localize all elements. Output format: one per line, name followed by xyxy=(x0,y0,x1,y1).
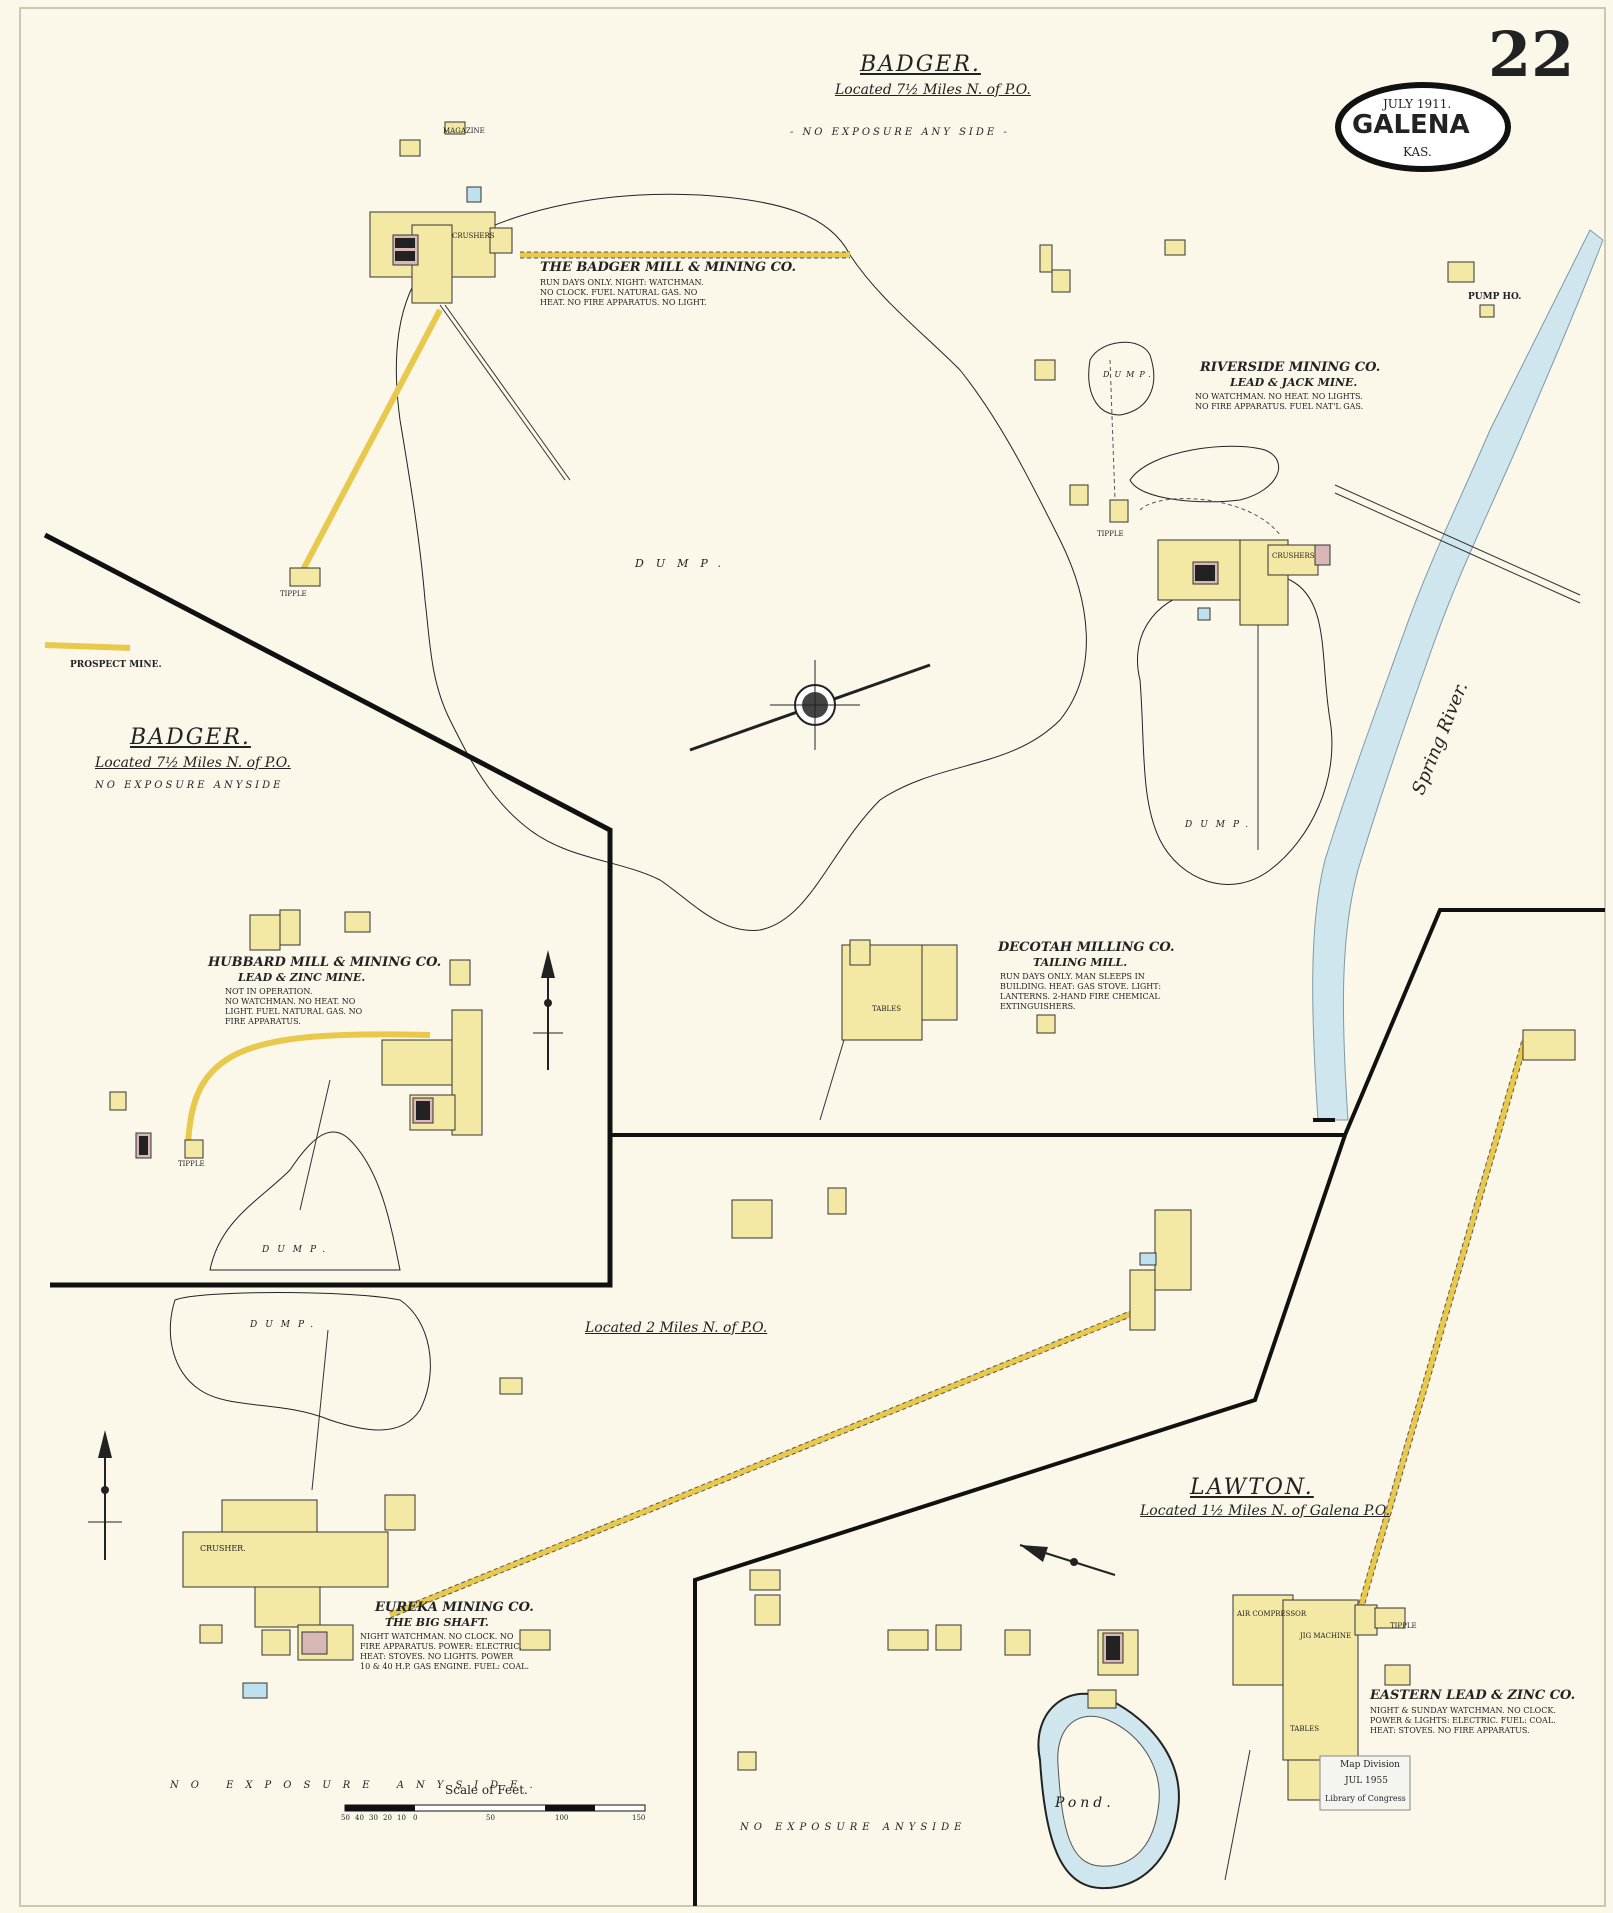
lawton-tables-label: TABLES xyxy=(1290,1725,1320,1733)
prospect-mine-label: PROSPECT MINE. xyxy=(70,660,162,670)
central-dump-label: DUMP. xyxy=(635,557,734,570)
hubbard-dump-label: DUMP. xyxy=(262,1245,334,1255)
riverside-name: RIVERSIDE MINING CO. xyxy=(1200,360,1381,375)
tramways xyxy=(44,252,1528,1618)
north-arrow-inset xyxy=(533,950,563,1070)
stamp-line1: Map Division xyxy=(1340,1760,1400,1770)
riverside-dump-2 xyxy=(1129,445,1280,503)
decotah-sub: TAILING MILL. xyxy=(1033,956,1128,969)
riverside-sub: LEAD & JACK MINE. xyxy=(1230,376,1358,389)
scale-bar xyxy=(344,1804,646,1812)
scale-tick-100: 100 xyxy=(555,1814,569,1822)
north-arrow-lawton xyxy=(1019,1544,1116,1576)
eureka-name: EUREKA MINING CO. xyxy=(375,1600,534,1615)
top-location: Located 7½ Miles N. of P.O. xyxy=(835,82,1031,98)
eureka-dump xyxy=(169,1292,431,1431)
riverside-dump-3 xyxy=(1137,571,1333,885)
scale-tick-150: 150 xyxy=(632,1814,646,1822)
lawton-title: LAWTON. xyxy=(1190,1475,1314,1500)
scale-tick-40: 40 xyxy=(355,1814,364,1822)
hubbard-tipple-label: TIPPLE xyxy=(178,1160,205,1168)
decotah-tables-label: TABLES xyxy=(872,1005,902,1013)
scale-tick-50: 50 xyxy=(486,1814,495,1822)
inset-frame xyxy=(43,532,613,1288)
riverside-dump-label: DUMP. xyxy=(1185,820,1257,830)
eureka-sub: THE BIG SHAFT. xyxy=(385,1616,489,1629)
riverside-dump-1 xyxy=(1088,341,1155,416)
middle-location: Located 2 Miles N. of P.O. xyxy=(585,1320,768,1336)
stamp-line3: Library of Congress xyxy=(1325,1794,1406,1803)
inset-location: Located 7½ Miles N. of P.O. xyxy=(95,755,291,771)
badger-tipple-label: TIPPLE xyxy=(280,590,307,598)
magazine-label: MAGAZINE xyxy=(443,127,485,135)
scale-tick-50l: 50 xyxy=(341,1814,350,1822)
pump-house-label: PUMP HO. xyxy=(1468,292,1522,302)
scale-tick-20: 20 xyxy=(383,1814,392,1822)
eureka-crusher-label: CRUSHER. xyxy=(200,1544,246,1553)
lawton-compressor-label: AIR COMPRESSOR xyxy=(1237,1610,1307,1618)
riverside-tipple-label: TIPPLE xyxy=(1097,530,1124,538)
exposure-bottom-right: NO EXPOSURE ANYSIDE xyxy=(740,1822,967,1833)
riverside-dump-small-label: DUMP. xyxy=(1103,370,1156,379)
badger-mill-name: THE BADGER MILL & MINING CO. xyxy=(540,260,797,275)
top-title: BADGER. xyxy=(860,52,981,77)
central-dump-outline xyxy=(395,193,1087,931)
hubbard-sub: LEAD & ZINC MINE. xyxy=(238,971,366,984)
inset-title: BADGER. xyxy=(130,725,251,750)
compass-rose xyxy=(689,660,931,752)
sheet-border xyxy=(19,7,1606,1907)
scale-tick-0: 0 xyxy=(413,1814,418,1822)
cartouche-state: KAS. xyxy=(1403,145,1432,159)
buildings xyxy=(109,121,1576,1801)
inset-exposure: NO EXPOSURE ANYSIDE xyxy=(95,780,284,791)
eureka-details: NIGHT WATCHMAN. NO CLOCK. NO FIRE APPARA… xyxy=(360,1632,529,1671)
riverside-crushers-label: CRUSHERS xyxy=(1272,552,1315,560)
eastern-name: EASTERN LEAD & ZINC CO. xyxy=(1370,1688,1576,1703)
lawton-location: Located 1½ Miles N. of Galena P.O. xyxy=(1140,1503,1390,1519)
library-stamp xyxy=(1319,1755,1411,1811)
cartouche-date: JULY 1911. xyxy=(1383,97,1452,111)
railroad xyxy=(1334,484,1581,604)
pond-label: Pond. xyxy=(1055,1795,1115,1811)
hubbard-dump xyxy=(209,1131,401,1271)
badger-crushers-label: CRUSHERS xyxy=(452,232,495,240)
north-arrow-eureka xyxy=(88,1430,122,1560)
scale-tick-10: 10 xyxy=(397,1814,406,1822)
decotah-details: RUN DAYS ONLY. MAN SLEEPS IN BUILDING. H… xyxy=(1000,972,1162,1011)
hubbard-name: HUBBARD MILL & MINING CO. xyxy=(208,955,442,970)
lawton-tipple-label: TIPPLE xyxy=(1390,1622,1417,1630)
lawton-jig-label: JIG MACHINE xyxy=(1300,1632,1352,1640)
water-tanks xyxy=(242,186,1211,1699)
eastern-details: NIGHT & SUNDAY WATCHMAN. NO CLOCK. POWER… xyxy=(1370,1706,1556,1735)
exposure-bottom-left: NO EXPOSURE ANYSIDE. xyxy=(170,1780,545,1791)
scale-tick-30: 30 xyxy=(369,1814,378,1822)
decotah-name: DECOTAH MILLING CO. xyxy=(998,940,1175,955)
page-number: 22 xyxy=(1488,18,1575,91)
eureka-dump-label: DUMP. xyxy=(250,1320,322,1330)
cartouche xyxy=(1335,82,1511,172)
top-exposure: - NO EXPOSURE ANY SIDE - xyxy=(790,127,1010,138)
lawton-frame xyxy=(693,1134,1347,1906)
hubbard-details: NOT IN OPERATION. NO WATCHMAN. NO HEAT. … xyxy=(225,987,363,1026)
scale-title: Scale of Feet. xyxy=(445,1783,528,1797)
badger-mill-details: RUN DAYS ONLY. NIGHT: WATCHMAN. NO CLOCK… xyxy=(540,278,707,307)
riverside-details: NO WATCHMAN. NO HEAT. NO LIGHTS. NO FIRE… xyxy=(1195,392,1364,411)
cartouche-city: GALENA xyxy=(1352,110,1470,140)
stamp-line2: JUL 1955 xyxy=(1345,1776,1388,1786)
